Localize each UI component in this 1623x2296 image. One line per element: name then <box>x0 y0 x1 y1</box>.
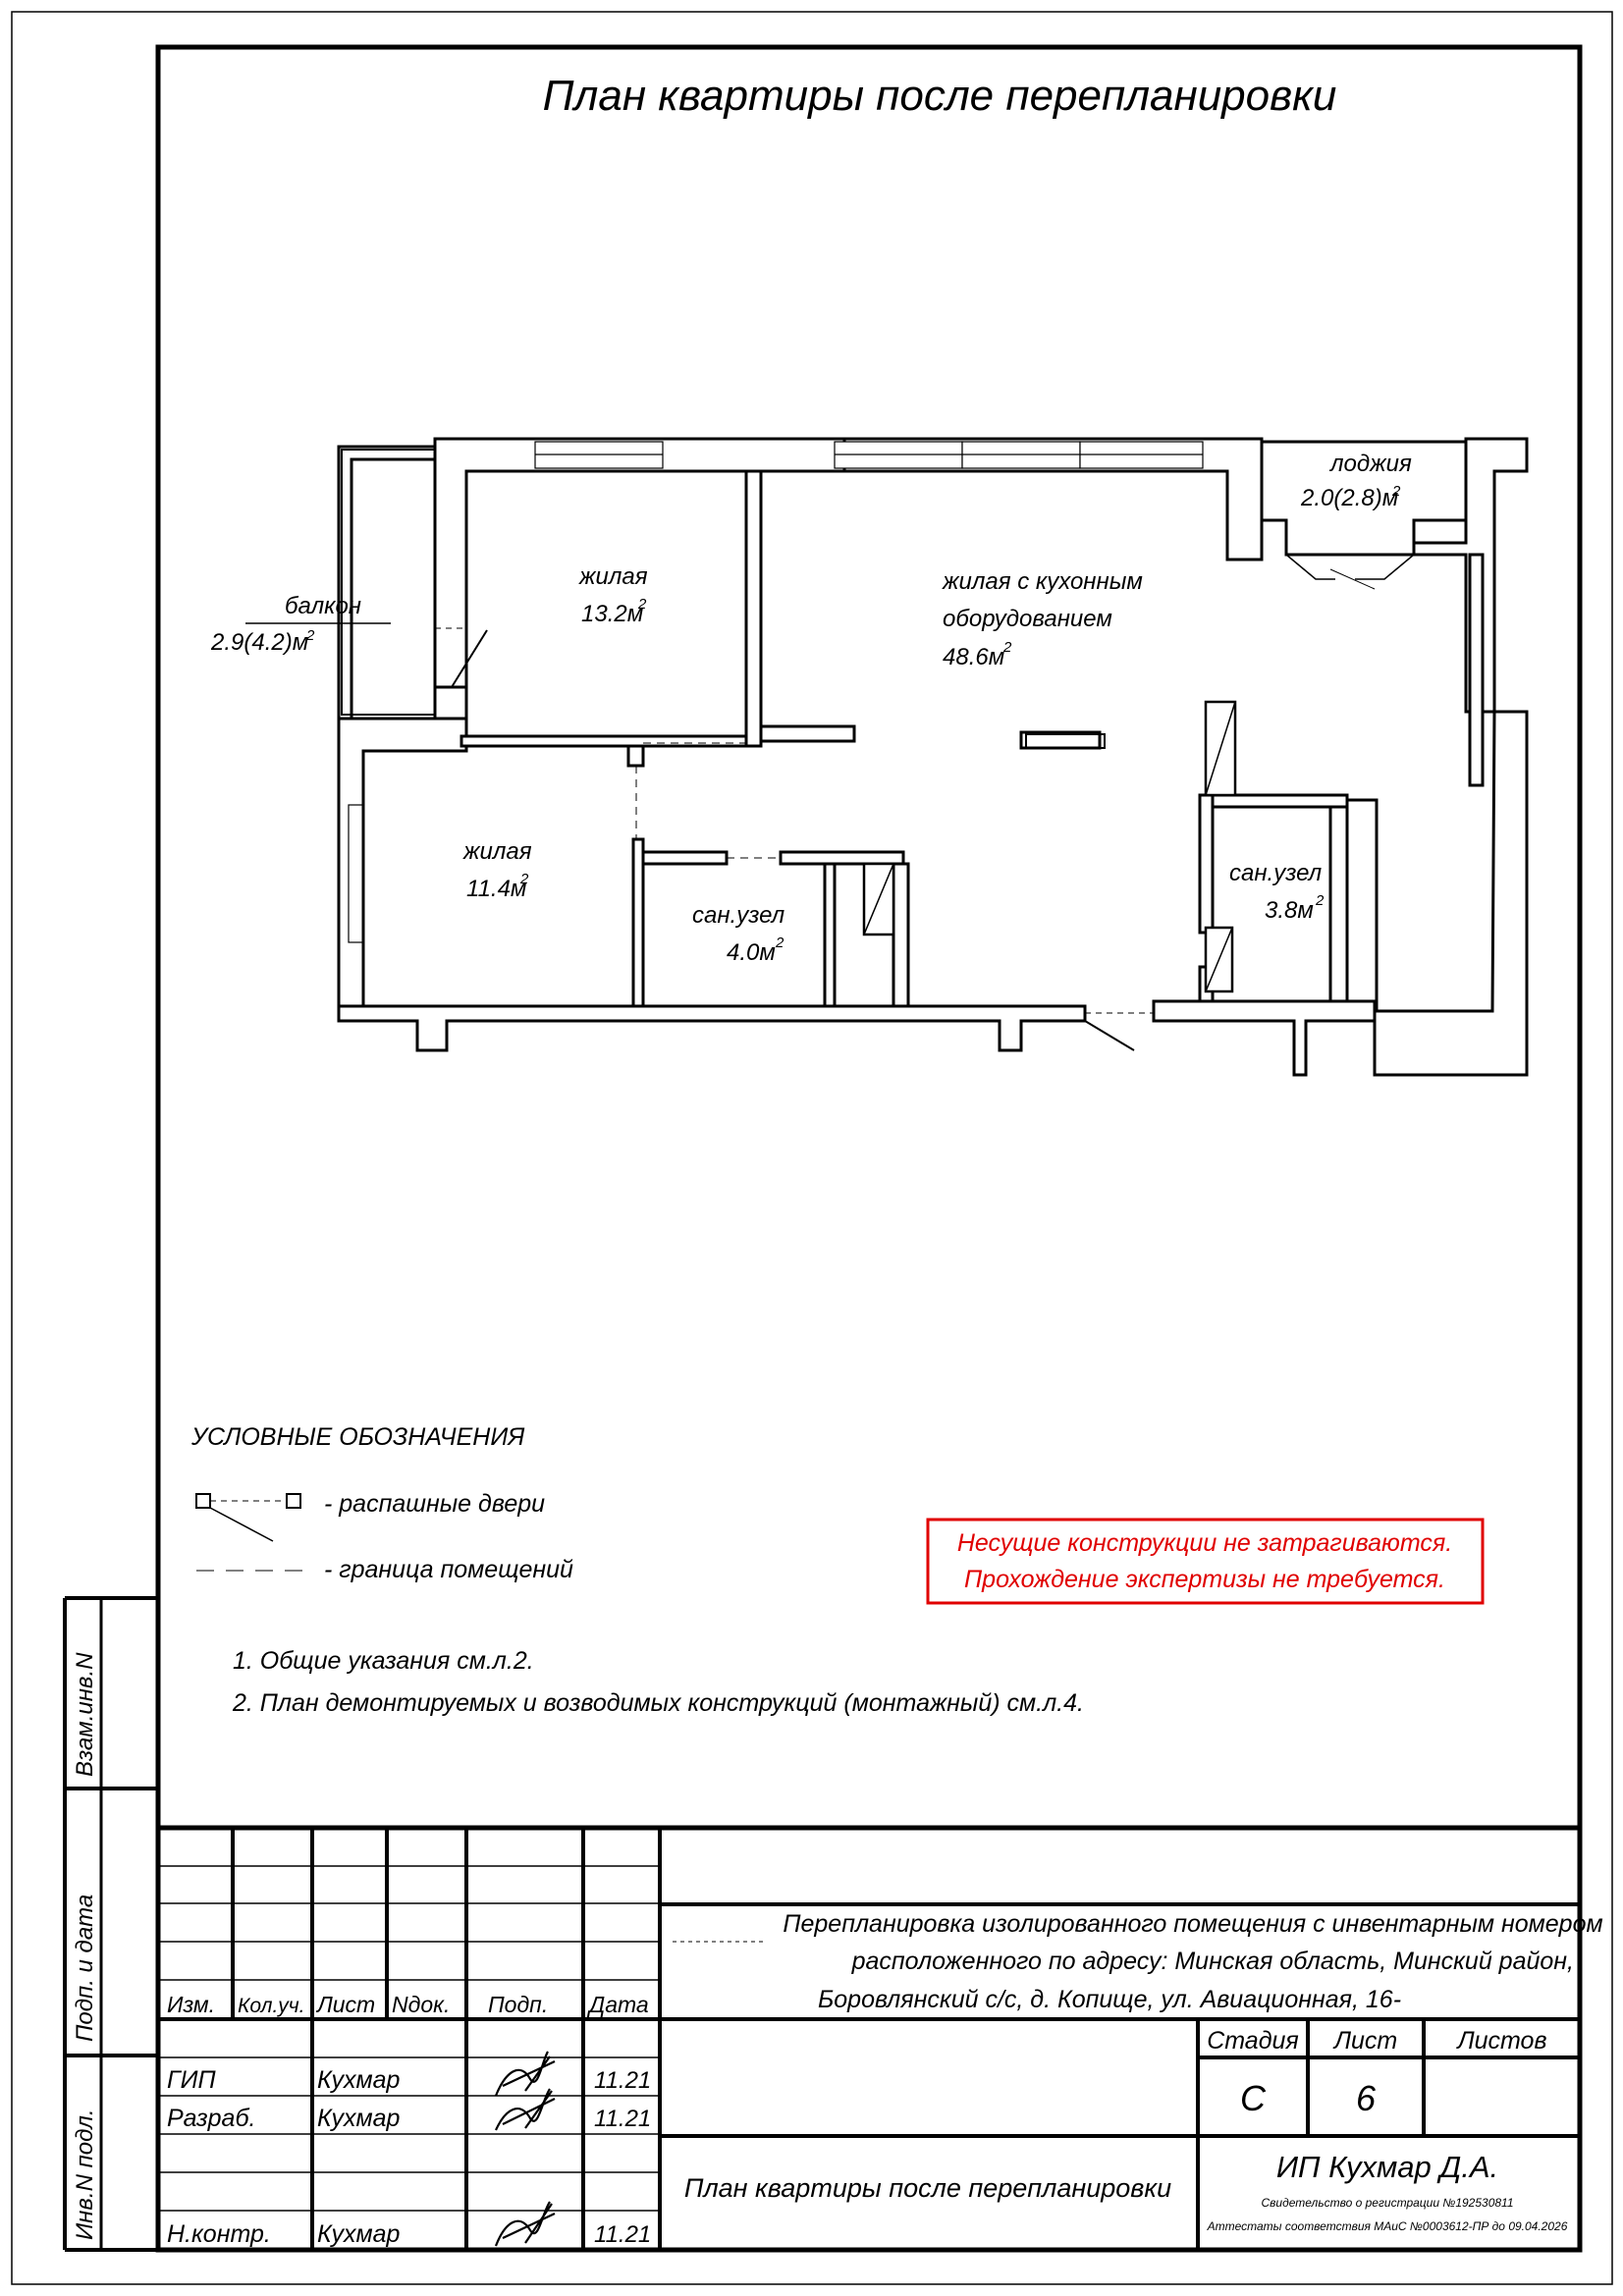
sheet-label: Лист <box>1332 2027 1397 2055</box>
signatories: ГИП Кухмар 11.21 Разраб. Кухмар 11.21 Н.… <box>167 2066 651 2248</box>
side-label-podp: Подп. и дата <box>72 1895 98 2042</box>
balcony-area-sup: 2 <box>305 627 315 644</box>
balcony-name: балкон <box>285 593 361 619</box>
note-1: 1. Общие указания см.л.2. <box>233 1647 534 1675</box>
sheet-value: 6 <box>1356 2078 1377 2118</box>
ventilation-shafts <box>862 700 1237 993</box>
project-line-2: расположенного по адресу: Минская област… <box>851 1948 1574 1975</box>
date-razrab: 11.21 <box>594 2106 651 2132</box>
side-label-vzam: Взам.инв.N <box>72 1652 98 1777</box>
living2-area: 11.4м <box>466 876 526 902</box>
header-ndok: Nдок. <box>392 1992 450 2017</box>
warning-line-1: Несущие конструкции не затрагиваются. <box>957 1529 1452 1557</box>
legend-title: УСЛОВНЫЕ ОБОЗНАЧЕНИЯ <box>190 1423 525 1451</box>
door-symbol-icon <box>195 1493 301 1542</box>
note-2: 2. План демонтируемых и возводимых конст… <box>232 1689 1084 1717</box>
loggia-area: 2.0(2.8)м <box>1300 485 1398 511</box>
name-nkontr: Кухмар <box>317 2220 400 2248</box>
stage-label: Стадия <box>1207 2027 1299 2055</box>
stage-sheet-cells: Стадия Лист Листов С 6 <box>1207 2027 1546 2118</box>
role-nkontr: Н.контр. <box>167 2220 271 2248</box>
living2-area-sup: 2 <box>519 871 529 887</box>
balcony-outline <box>245 449 436 716</box>
floor-plan: балкон 2.9(4.2)м 2 лоджия 2.0(2.8)м 2 жи… <box>210 437 1529 1077</box>
org-registration: Свидетельство о регистрации №192530811 <box>1262 2196 1514 2210</box>
side-strip <box>63 1596 158 2252</box>
outer-frame <box>11 11 1613 2285</box>
bath2-area: 3.8м <box>1265 897 1314 924</box>
living2-name: жилая <box>462 838 532 865</box>
name-razrab: Кухмар <box>317 2105 400 2132</box>
legend-boundary-text: - граница помещений <box>324 1556 573 1583</box>
room-labels: балкон 2.9(4.2)м 2 лоджия 2.0(2.8)м 2 жи… <box>210 451 1412 966</box>
date-gip: 11.21 <box>594 2067 651 2094</box>
legend-door-text: - распашные двери <box>324 1490 545 1518</box>
sheet-title: План квартиры после перепланировки <box>543 72 1337 120</box>
living-kitchen-name-1: жилая с кухонным <box>942 568 1143 595</box>
title-block-sheet-name: План квартиры после перепланировки <box>684 2173 1171 2203</box>
living1-area: 13.2м <box>581 601 643 627</box>
project-line-1: Перепланировка изолированного помещения … <box>783 1910 1602 1938</box>
living1-area-sup: 2 <box>637 596 647 613</box>
project-description: Перепланировка изолированного помещения … <box>783 1910 1602 2013</box>
inner-frame <box>155 44 1583 2253</box>
org-attestation: Аттестаты соответствия МАиС №0003612-ПР … <box>1207 2219 1568 2233</box>
name-gip: Кухмар <box>317 2066 400 2094</box>
header-kolcuch: Кол.уч. <box>238 1995 304 2017</box>
date-nkontr: 11.21 <box>594 2221 651 2248</box>
org-name: ИП Кухмар Д.А. <box>1276 2150 1498 2184</box>
header-list: Лист <box>315 1992 375 2017</box>
title-block-headers: Изм. Кол.уч. Лист Nдок. Подп. Дата <box>167 1992 649 2017</box>
project-line-3: Боровлянский с/с, д. Копище, ул. Авиацио… <box>818 1986 1401 2013</box>
header-podp: Подп. <box>488 1992 548 2017</box>
bath1-area-sup: 2 <box>775 934 784 951</box>
loggia-outline <box>1262 440 1468 590</box>
doors <box>348 627 1207 1051</box>
interior-walls <box>460 469 1349 1008</box>
balcony-area: 2.9(4.2)м <box>210 629 308 656</box>
side-label-inv: Инв.N подл. <box>72 2109 98 2240</box>
loggia-name: лоджия <box>1328 451 1412 477</box>
header-data: Дата <box>586 1992 649 2017</box>
notes: 1. Общие указания см.л.2. 2. План демонт… <box>232 1647 1084 1717</box>
role-razrab: Разраб. <box>167 2105 255 2132</box>
stage-value: С <box>1240 2078 1267 2118</box>
legend: УСЛОВНЫЕ ОБОЗНАЧЕНИЯ - распашные двери -… <box>190 1423 573 1583</box>
warning-box: Несущие конструкции не затрагиваются. Пр… <box>926 1518 1485 1605</box>
bath2-area-sup: 2 <box>1315 892 1325 909</box>
bath2-name: сан.узел <box>1229 860 1323 886</box>
living-kitchen-area: 48.6м <box>943 644 1004 670</box>
signature-icon <box>494 2051 556 2247</box>
sheets-label: Листов <box>1455 2027 1546 2055</box>
bath1-area: 4.0м <box>727 939 776 966</box>
living-kitchen-area-sup: 2 <box>1002 639 1012 656</box>
top-windows <box>534 441 1204 469</box>
role-gip: ГИП <box>167 2066 216 2094</box>
living-kitchen-name-2: оборудованием <box>943 606 1112 632</box>
exterior-walls <box>337 437 1529 1077</box>
title-block-grid <box>158 1825 1580 2250</box>
loggia-area-sup: 2 <box>1391 483 1401 500</box>
kitchen-island <box>1025 733 1106 749</box>
living1-name: жилая <box>578 563 648 590</box>
warning-line-2: Прохождение экспертизы не требуется. <box>964 1566 1445 1593</box>
header-izm: Изм. <box>167 1992 215 2017</box>
bath1-name: сан.узел <box>692 902 785 929</box>
